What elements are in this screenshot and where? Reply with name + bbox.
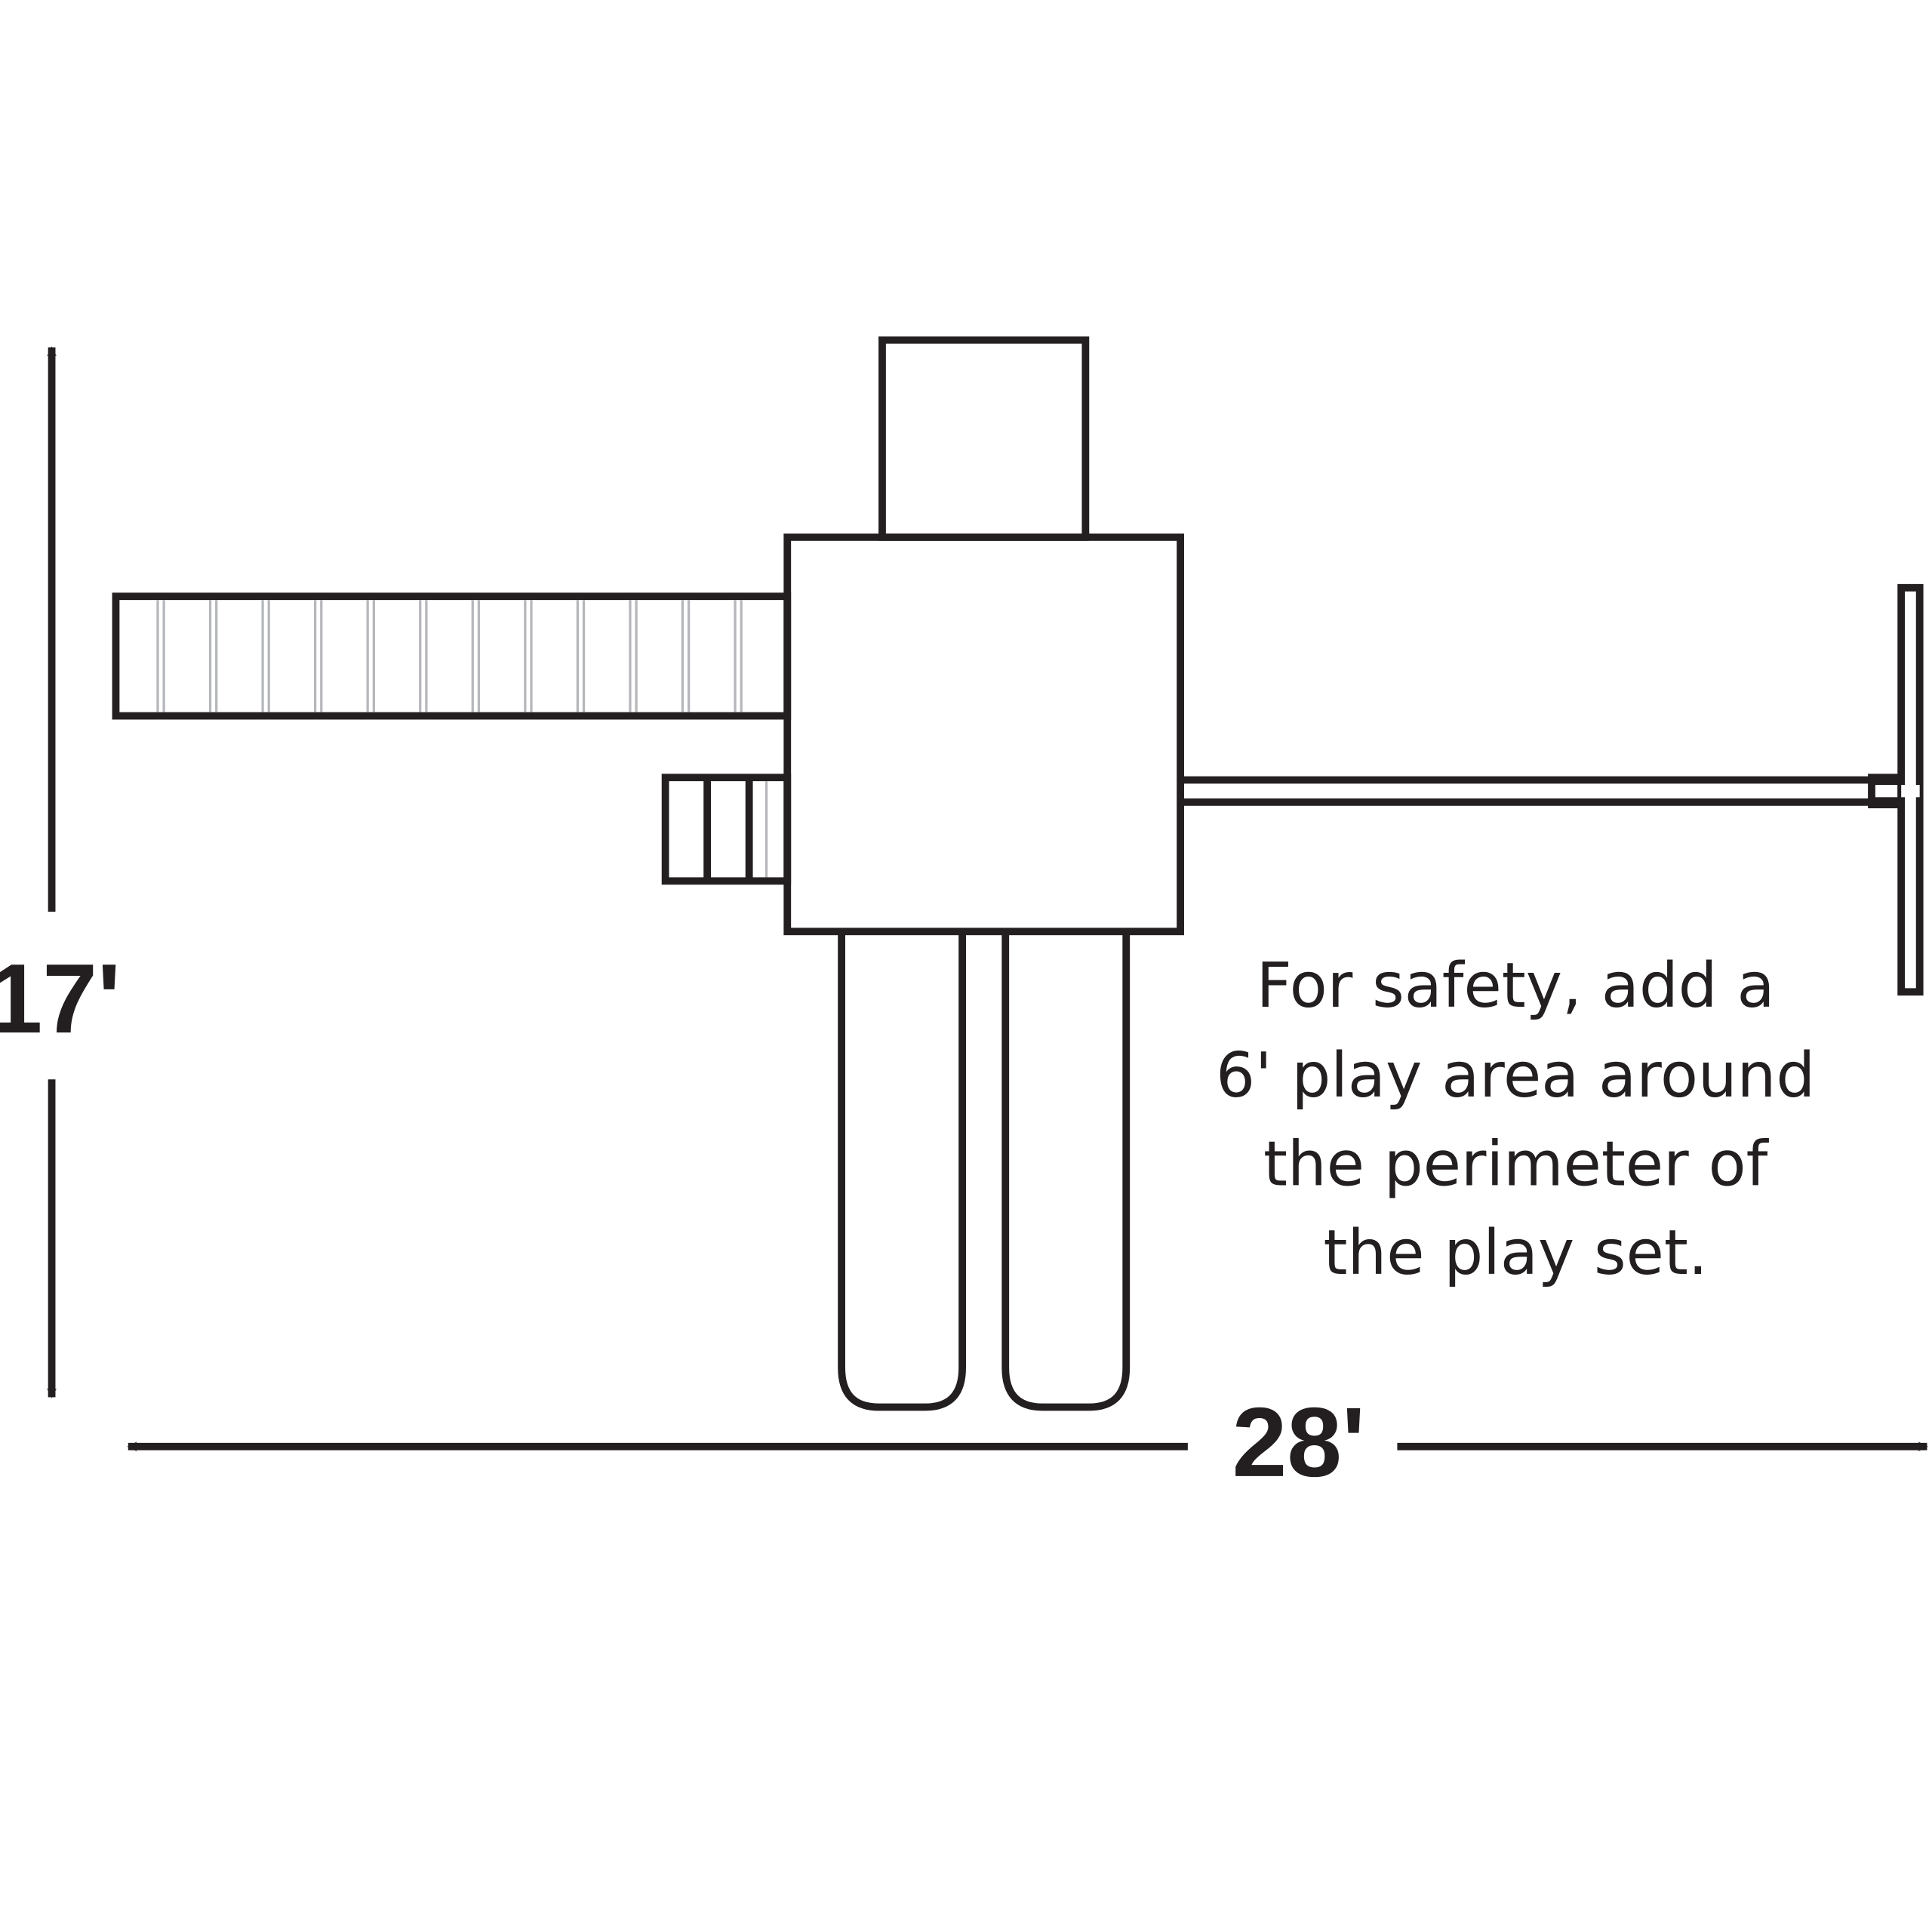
swing-beam (1180, 583, 1924, 996)
depth-dimension-label: 17' (0, 943, 121, 1054)
safety-note-line: For safety, add a (1257, 950, 1775, 1022)
safety-note-line: the play set. (1323, 1217, 1707, 1289)
monkey-bar-rungs (156, 600, 743, 712)
width-dimension-label: 28' (1232, 1387, 1365, 1497)
monkey-bars (112, 592, 792, 720)
slide-right (1001, 934, 1131, 1411)
slide-left (838, 934, 966, 1411)
tower-top-section (878, 336, 1090, 541)
entry-ladder (661, 774, 792, 885)
main-deck (783, 533, 1184, 936)
safety-note-line: the perimeter of (1263, 1129, 1770, 1201)
safety-note: For safety, add a 6' play area around th… (1216, 950, 1815, 1289)
safety-note-line: 6' play area around (1216, 1040, 1815, 1112)
